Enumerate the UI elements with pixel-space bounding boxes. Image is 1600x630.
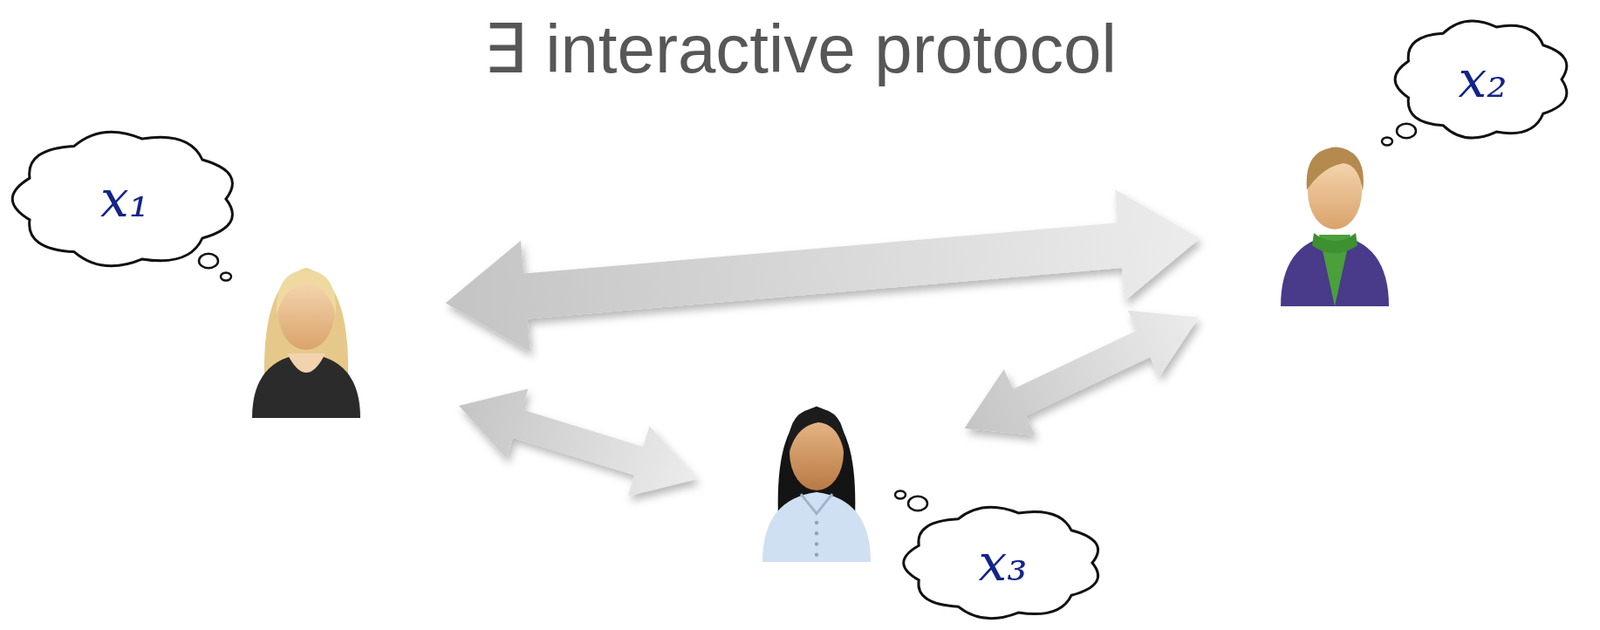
- bubble-content: x₂: [1393, 15, 1573, 144]
- bubble-content: x₁: [13, 127, 237, 271]
- title: ∃ interactive protocol: [0, 12, 1600, 88]
- secret-input: x₁: [100, 169, 150, 229]
- person-icon: [1273, 127, 1396, 307]
- secret-input: x₂: [1458, 49, 1508, 110]
- double-arrow: [964, 310, 1199, 436]
- secret-input: x₃: [978, 533, 1028, 593]
- thought-bubble: x₃: [902, 501, 1103, 624]
- person-node: x₃: [755, 382, 878, 562]
- bubble-content: x₃: [902, 501, 1103, 624]
- person-node: x₂: [1273, 127, 1396, 307]
- double-arrow: [445, 189, 1201, 352]
- double-arrow: [458, 388, 698, 496]
- thought-bubble: x₂: [1393, 15, 1573, 144]
- person-node: x₁: [245, 245, 368, 420]
- person-icon: [755, 382, 878, 562]
- person-icon: [245, 245, 368, 420]
- thought-bubble: x₁: [13, 127, 237, 271]
